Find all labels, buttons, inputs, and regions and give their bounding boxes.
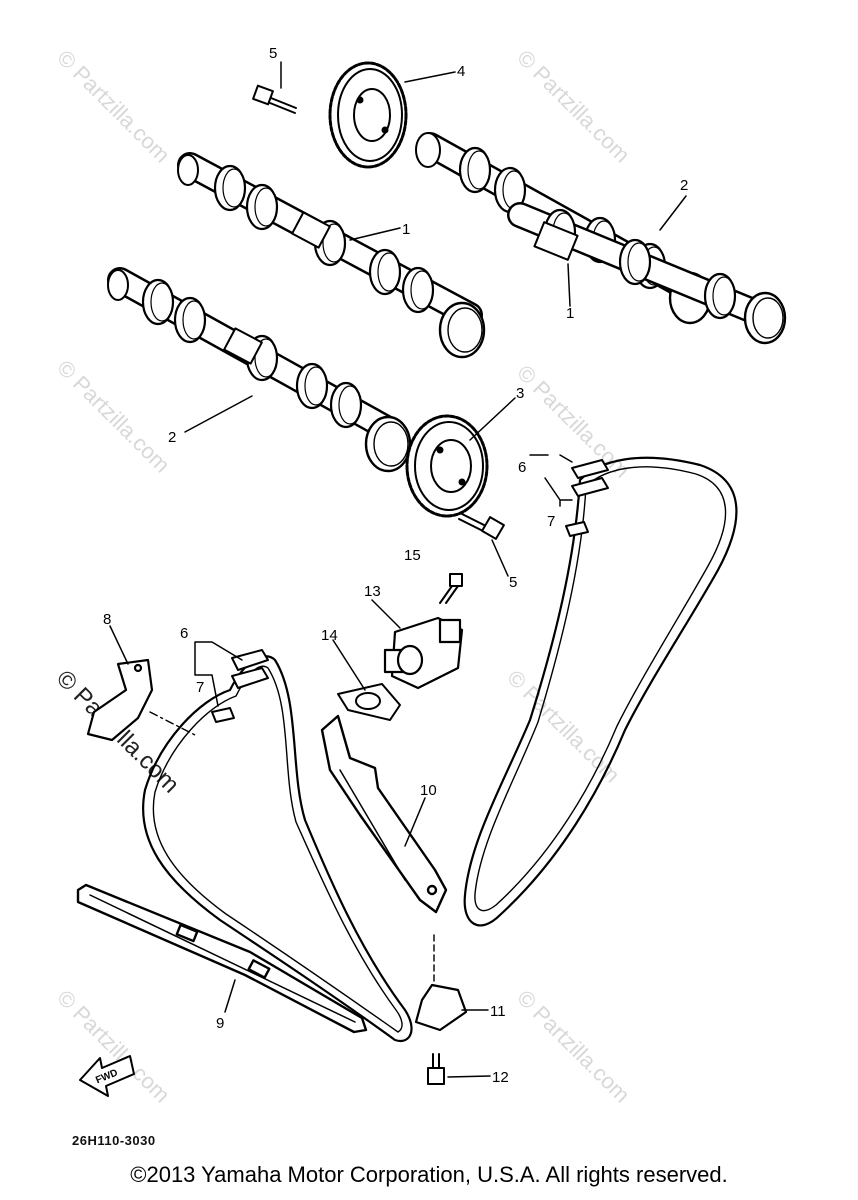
callout-6-right: 6 <box>518 459 526 476</box>
bolt-15 <box>439 573 463 604</box>
master-link-right <box>565 459 609 537</box>
callout-5-top: 5 <box>269 45 277 62</box>
callout-12: 12 <box>492 1069 509 1086</box>
callout-2-left: 2 <box>168 429 176 446</box>
bolt-middle <box>458 513 505 540</box>
camshaft-lower-left <box>107 267 412 473</box>
bolt-12 <box>427 1053 445 1085</box>
diagram-code: 26H110-3030 <box>72 1133 156 1148</box>
callout-5-middle: 5 <box>509 574 517 591</box>
bracket-8 <box>86 658 196 742</box>
chain-guide-11 <box>414 934 468 1032</box>
callout-2-right: 2 <box>680 177 688 194</box>
fwd-arrow-icon <box>79 1055 135 1097</box>
chain-tensioner <box>383 616 464 690</box>
callout-11: 11 <box>490 1003 506 1020</box>
callout-9: 9 <box>216 1015 224 1032</box>
cam-chain-right <box>463 456 738 927</box>
chain-guide-tensioner-side <box>320 714 448 914</box>
callout-1-right: 1 <box>566 305 574 322</box>
callout-1-left: 1 <box>402 221 410 238</box>
master-link-left <box>211 649 269 723</box>
bolt-top <box>252 84 297 114</box>
callout-15: 15 <box>404 547 421 564</box>
cam-sprocket-middle <box>405 414 489 518</box>
leader-lines <box>109 61 687 1078</box>
cam-sprocket-top <box>328 61 408 169</box>
callout-7-right: 7 <box>547 513 555 530</box>
copyright-notice: ©2013 Yamaha Motor Corporation, U.S.A. A… <box>130 1162 728 1187</box>
callout-8: 8 <box>103 611 111 628</box>
callout-3: 3 <box>516 385 524 402</box>
callout-6-left: 6 <box>180 625 188 642</box>
tensioner-gasket <box>337 683 401 721</box>
callout-14: 14 <box>321 627 338 644</box>
callout-4: 4 <box>457 63 465 80</box>
camshaft-upper-left <box>177 152 486 359</box>
callout-13: 13 <box>364 583 381 600</box>
callout-10: 10 <box>420 782 437 799</box>
chain-guide-bottom <box>76 883 368 1034</box>
callout-7-left: 7 <box>196 679 204 696</box>
cam-chain-left <box>142 655 413 1043</box>
camshaft-right <box>507 202 787 345</box>
